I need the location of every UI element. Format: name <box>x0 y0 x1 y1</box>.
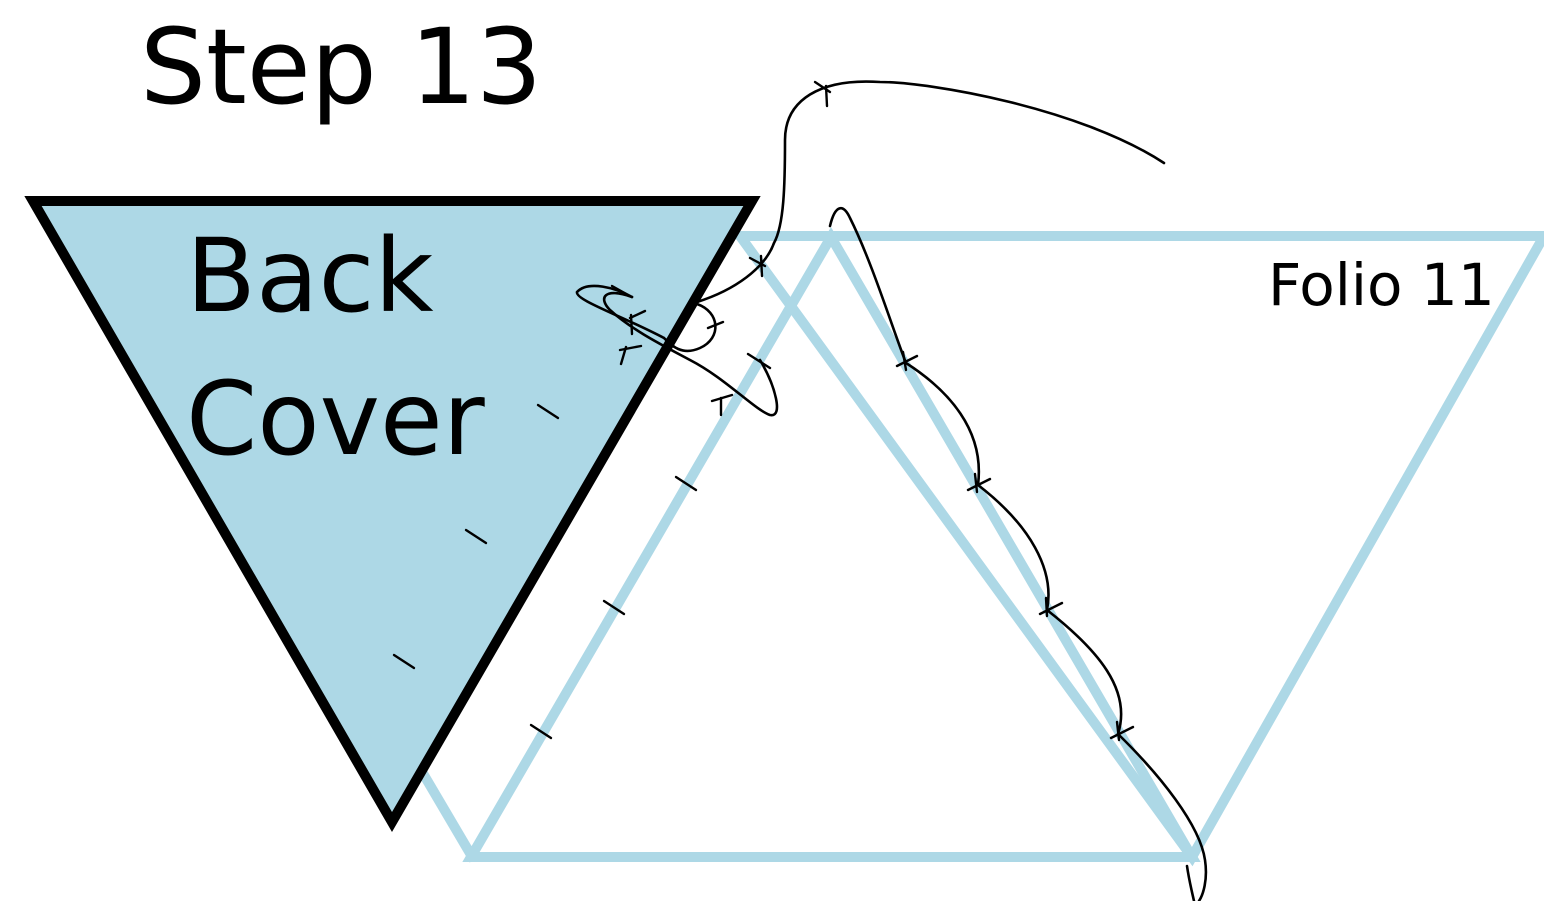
station-mark <box>1046 598 1047 616</box>
back-cover-label-line2: Cover <box>186 360 485 479</box>
station-mark <box>631 315 632 334</box>
step-title: Step 13 <box>140 6 542 128</box>
folio-label: Folio 11 <box>1268 251 1495 319</box>
folio-left-edge-extension <box>421 770 474 860</box>
back-cover-label-line1: Back <box>186 217 434 336</box>
station-mark <box>826 86 827 106</box>
station-mark <box>761 256 762 276</box>
thread-tail <box>1187 866 1194 901</box>
